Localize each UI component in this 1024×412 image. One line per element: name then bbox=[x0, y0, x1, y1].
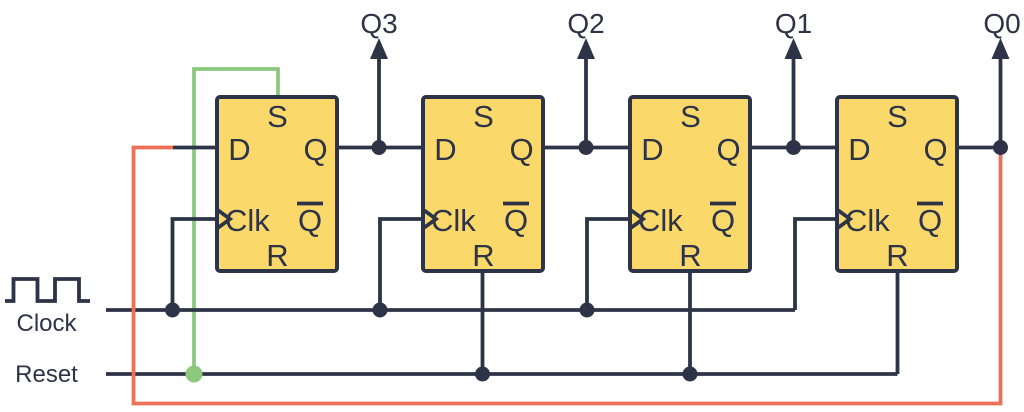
node-q3 bbox=[371, 140, 387, 155]
ff-reset-label: R bbox=[472, 238, 494, 273]
node-clock-ff1 bbox=[165, 302, 180, 318]
flip-flop-3: S D Q Clk Q R bbox=[628, 95, 752, 273]
clock-edge-triangle-icon bbox=[835, 207, 854, 231]
ff-clock-label: Clk bbox=[845, 203, 890, 238]
ff-clock-label: Clk bbox=[225, 203, 270, 238]
q1-arrowhead-icon bbox=[784, 38, 803, 59]
output-labels: Q3 Q2 Q1 Q0 bbox=[360, 8, 1020, 39]
ff-output-label: Q bbox=[509, 132, 533, 167]
ff-reset-label: R bbox=[679, 238, 701, 273]
clock-input-label: Clock bbox=[16, 310, 77, 337]
output-arrowheads bbox=[370, 38, 1010, 59]
junction-dots bbox=[165, 140, 1008, 383]
wire-feedback-q0-to-d-ff1 bbox=[131, 145, 1003, 406]
node-q2 bbox=[578, 140, 594, 155]
ff-reset-label: R bbox=[266, 238, 288, 273]
node-clock-ff3 bbox=[579, 302, 595, 318]
ff-output-inverted-label: Q bbox=[504, 203, 528, 238]
ff-clock-label: Clk bbox=[638, 203, 683, 238]
wire-clock-to-clk-ff4 bbox=[793, 217, 837, 310]
clock-waveform-icon bbox=[5, 277, 90, 303]
ff-output-inverted-label: Q bbox=[298, 203, 322, 238]
wire-clock-to-clk-ff1 bbox=[170, 217, 217, 310]
node-reset-set-green bbox=[185, 365, 203, 383]
ff-clock-label: Clk bbox=[431, 203, 476, 238]
ff-output-inverted-label: Q bbox=[711, 203, 735, 238]
q2-arrowhead-icon bbox=[577, 38, 595, 59]
wire-clock-to-clk-ff2 bbox=[378, 217, 423, 310]
wire-reset-to-set-ff1 bbox=[192, 67, 280, 374]
flip-flop-4: S D Q Clk Q R bbox=[835, 95, 959, 273]
ff-reset-label: R bbox=[886, 238, 908, 273]
flip-flop-1: S D Q Clk Q R bbox=[215, 95, 339, 273]
ff-set-label: S bbox=[680, 99, 701, 134]
wires-navy bbox=[106, 50, 1003, 376]
q0-arrowhead-icon bbox=[991, 38, 1010, 59]
ff-output-label: Q bbox=[716, 132, 740, 167]
ff-output-label: Q bbox=[923, 132, 947, 167]
clock-edge-triangle-icon bbox=[421, 207, 440, 231]
flip-flop-body bbox=[421, 95, 545, 273]
flip-flop-body bbox=[628, 95, 752, 273]
flip-flop-2: S D Q Clk Q R bbox=[421, 95, 545, 273]
ff-set-label: S bbox=[887, 99, 908, 134]
ff-output-inverted-label: Q bbox=[918, 203, 942, 238]
q3-arrowhead-icon bbox=[370, 38, 388, 59]
node-reset-ff2 bbox=[475, 366, 490, 382]
node-q1 bbox=[786, 140, 801, 155]
ff-data-label: D bbox=[641, 132, 663, 167]
q3-label: Q3 bbox=[360, 8, 397, 39]
q1-label: Q1 bbox=[775, 8, 812, 39]
ff-data-label: D bbox=[848, 132, 870, 167]
flip-flop-body bbox=[215, 95, 339, 273]
clock-edge-triangle-icon bbox=[215, 207, 234, 231]
ff-output-label: Q bbox=[303, 132, 327, 167]
clock-edge-triangle-icon bbox=[628, 207, 647, 231]
node-q0 bbox=[993, 140, 1008, 155]
reset-input-label: Reset bbox=[15, 361, 78, 388]
ff-data-label: D bbox=[228, 132, 250, 167]
q2-label: Q2 bbox=[567, 8, 604, 39]
wire-clock-to-clk-ff3 bbox=[585, 217, 630, 310]
node-reset-ff3 bbox=[682, 366, 698, 382]
ff-set-label: S bbox=[473, 99, 494, 134]
node-clock-ff2 bbox=[372, 302, 388, 318]
ff-data-label: D bbox=[434, 132, 456, 167]
q0-label: Q0 bbox=[983, 8, 1020, 39]
flip-flop-body bbox=[835, 95, 959, 273]
ff-set-label: S bbox=[267, 99, 288, 134]
